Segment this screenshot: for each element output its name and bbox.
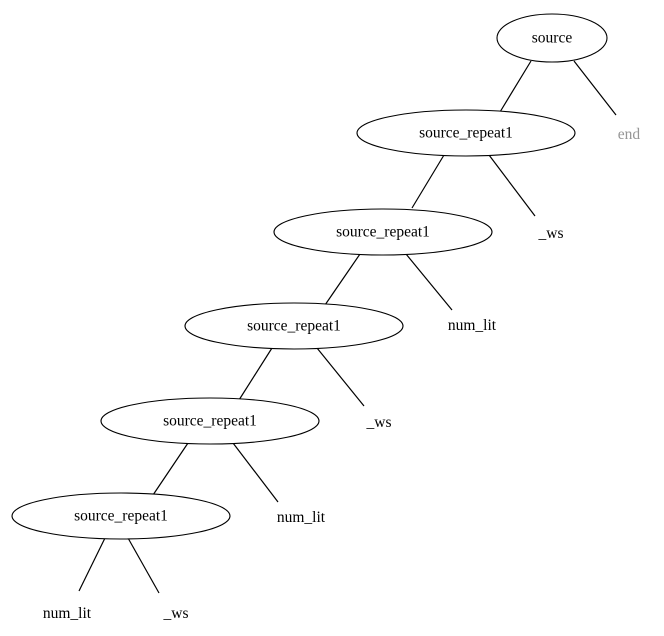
leaf-label: num_lit xyxy=(448,317,497,334)
leaf-label: _ws xyxy=(538,225,564,242)
tree-edge xyxy=(316,347,365,407)
node-label: source_repeat1 xyxy=(163,413,257,430)
tree-node[interactable]: source_repeat1 xyxy=(356,109,576,157)
leaf-label: num_lit xyxy=(43,605,92,622)
node-label: source_repeat1 xyxy=(247,318,341,335)
tree-edge xyxy=(238,347,273,401)
node-label: source_repeat1 xyxy=(74,508,168,525)
tree-node[interactable]: source_repeat1 xyxy=(100,397,320,445)
tree-edge xyxy=(78,537,106,592)
tree-edge xyxy=(411,154,445,209)
node-label: source_repeat1 xyxy=(419,125,513,142)
tree-edge xyxy=(405,253,453,311)
tree-edge xyxy=(127,537,160,594)
tree-edge xyxy=(573,60,617,116)
tree-edge xyxy=(499,60,532,113)
node-ellipse-shape xyxy=(184,302,404,350)
tree-edge xyxy=(232,442,279,503)
node-ellipse-shape xyxy=(100,397,320,445)
tree-node[interactable]: source_repeat1 xyxy=(11,492,231,540)
leaf-group: end _ws num_lit _ws num_lit num_lit _ws xyxy=(43,126,641,622)
node-label: source xyxy=(532,30,573,47)
node-ellipse-shape xyxy=(273,208,493,256)
node-group: sourcesource_repeat1source_repeat1source… xyxy=(11,13,608,540)
tree-edge xyxy=(152,442,189,496)
node-ellipse-shape xyxy=(11,492,231,540)
leaf-label: _ws xyxy=(163,605,189,622)
tree-node[interactable]: source_repeat1 xyxy=(184,302,404,350)
leaf-label: num_lit xyxy=(277,509,326,526)
tree-edge xyxy=(488,154,536,217)
leaf-label: end xyxy=(618,126,641,143)
node-label: source_repeat1 xyxy=(336,224,430,241)
node-ellipse-shape xyxy=(496,13,608,63)
edge-group xyxy=(78,60,617,594)
tree-edge xyxy=(324,253,361,306)
leaf-label: _ws xyxy=(366,414,392,431)
node-ellipse-shape xyxy=(356,109,576,157)
tree-node[interactable]: source_repeat1 xyxy=(273,208,493,256)
tree-node[interactable]: source xyxy=(496,13,608,63)
